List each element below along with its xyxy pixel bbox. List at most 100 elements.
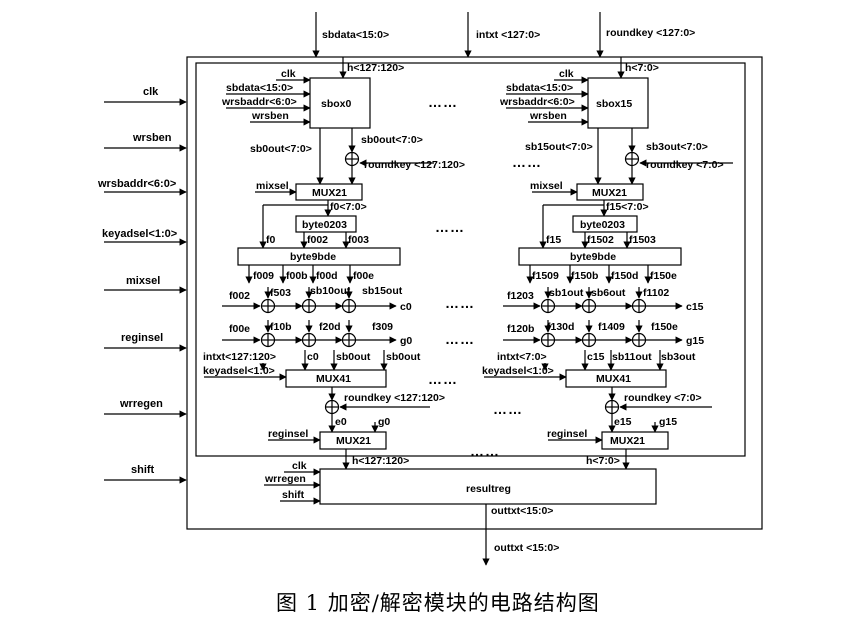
inner-slices-frame	[195, 62, 746, 457]
resultreg-wrregen-label: wrregen	[264, 473, 306, 485]
slice15-mux41-in-sb3out: sb3out	[661, 351, 696, 363]
slice0-xor-r2-1	[260, 298, 276, 314]
slice15-xor-roundkey	[624, 151, 640, 167]
slice15-xor-r2-1	[540, 298, 556, 314]
ellipsis-mux41-row: ……	[428, 371, 458, 387]
ellipsis-sbout-row: ……	[512, 154, 542, 170]
slice0-f00b-label: f00b	[286, 270, 308, 282]
slice15-xor-r3-3	[631, 332, 647, 348]
resultreg-out-label: outtxt<15:0>	[491, 505, 553, 517]
roundkey-top-label: roundkey <127:0>	[606, 27, 695, 39]
slice0-e0-label: e0	[335, 416, 347, 428]
slice15-f150e-label: f150e	[650, 270, 677, 282]
slice15-xor-r2-3	[631, 298, 647, 314]
sbox15-h-label: h<7:0>	[625, 62, 659, 74]
slice15-e15-label: e15	[614, 416, 632, 428]
sbox15-name: sbox15	[596, 98, 632, 110]
slice15-xor-r2-2	[581, 298, 597, 314]
slice15-hout-label: h<7:0>	[586, 455, 620, 467]
slice15-f150b-label: f150b	[571, 270, 598, 282]
slice15-f1502-label: f1502	[587, 234, 614, 246]
slice15-c15-out-label: c15	[686, 301, 704, 313]
slice0-keyadsel-label: keyadsel<1:0>	[203, 365, 275, 377]
slice15-f150d-label: f150d	[611, 270, 638, 282]
slice0-roundkey-label: roundkey <127:120>	[364, 159, 465, 171]
shift-input-label: shift	[131, 464, 155, 476]
slice0-f503-label: f503	[270, 287, 291, 299]
slice15-mux41-in-c15: c15	[587, 351, 605, 363]
slice15-mixsel-label: mixsel	[530, 180, 563, 192]
slice15-mux41-name: MUX41	[596, 373, 631, 385]
slice0-mux21-bottom-name: MUX21	[336, 435, 371, 447]
slice15-f1503-label: f1503	[629, 234, 656, 246]
ellipsis-g-row: ……	[445, 331, 475, 347]
slice0-sb15out-label: sb15out	[362, 285, 403, 297]
resultreg-clk-label: clk	[292, 460, 307, 472]
slice15-g15-out-label: g15	[686, 335, 704, 347]
resultreg-group: resultreg clk wrregen shift outtxt<15:0>…	[264, 460, 657, 566]
slice0-fin-label: f0<7:0>	[330, 201, 367, 213]
keyadsel-input-label: keyadsel<1:0>	[102, 228, 177, 240]
slice0-g0-label: g0	[378, 416, 390, 428]
slice0-xor-roundkey	[344, 151, 360, 167]
clk-input-label: clk	[143, 86, 159, 98]
slice15-b0203-in-label: f15	[546, 234, 561, 246]
wrsbaddr-input-label: wrsbaddr<6:0>	[97, 178, 176, 190]
slice0-byte9bde-block	[237, 247, 401, 266]
wrsben-input-label: wrsben	[132, 132, 172, 144]
ellipses: …… …… …… …… …… …… …… ……	[428, 94, 542, 459]
outtxt-output-label: outtxt <15:0>	[494, 542, 559, 554]
sbdata-top-label: sbdata<15:0>	[322, 29, 389, 41]
slice15-roundkey-label: roundkey <7:0>	[646, 159, 724, 171]
left-inputs: clk wrsben wrsbaddr<6:0> keyadsel<1:0> m…	[97, 86, 187, 484]
slice15-sb6out-label: sb6out	[591, 287, 626, 299]
slice0-mux41-in-sb0out-b: sb0out	[386, 351, 421, 363]
outer-module-frame	[186, 56, 763, 530]
slice15-mux21-top-name: MUX21	[592, 187, 627, 199]
slice15-xor-r3-2	[581, 332, 597, 348]
slice0-roundkey2-label: roundkey <127:120>	[344, 392, 445, 404]
sbox15-wrsben-label: wrsben	[529, 110, 567, 122]
slice0-xor-r3-1	[260, 332, 276, 348]
resultreg-block	[319, 468, 657, 505]
slice0-mixsel-label: mixsel	[256, 180, 289, 192]
sbox0-sbdata-label: sbdata<15:0>	[226, 82, 293, 94]
top-inputs: sbdata<15:0> intxt <127:0> roundkey <127…	[312, 12, 695, 58]
slice0-xor-r3-2	[301, 332, 317, 348]
ellipsis-c-row: ……	[445, 295, 475, 311]
slice0-mux41-in-sb0out-a: sb0out	[336, 351, 371, 363]
slice15-f130d-label: f130d	[547, 321, 574, 333]
slice0-f002-label: f002	[307, 234, 328, 246]
reginsel-input-label: reginsel	[121, 332, 163, 344]
slice15-reginsel-label: reginsel	[547, 428, 587, 440]
slice0-f10b-label: f10b	[270, 321, 292, 333]
resultreg-shift-label: shift	[282, 489, 305, 501]
slice0-b0203-in-label: f0	[266, 234, 275, 246]
slice-15: sbox15 h<7:0> clk sbdata<15:0> wrsbaddr<…	[482, 57, 733, 470]
slice15-byte0203-block	[572, 215, 638, 233]
mixsel-input-label: mixsel	[126, 275, 160, 287]
slice0-xor-r2-2	[301, 298, 317, 314]
slice0-g0-out-label: g0	[400, 335, 412, 347]
slice15-row3-left-label: f120b	[507, 323, 534, 335]
slice15-fin-label: f15<7:0>	[606, 201, 649, 213]
slice15-roundkey2-label: roundkey <7:0>	[624, 392, 702, 404]
slice0-c0-out-label: c0	[400, 301, 412, 313]
slice0-mux21-top-name: MUX21	[312, 187, 347, 199]
sbox15-block	[587, 77, 649, 129]
intxt-top-label: intxt <127:0>	[476, 29, 540, 41]
slice0-sbout-left-label: sb0out<7:0>	[250, 143, 312, 155]
slice0-f00e-label: f00e	[353, 270, 374, 282]
sbox15-clk-label: clk	[559, 68, 574, 80]
slice-0: sbox0 h<127:120> clk sbdata<15:0> wrsbad…	[203, 57, 465, 470]
slice0-f20d-label: f20d	[319, 321, 341, 333]
slice0-row3-left-label: f00e	[229, 323, 250, 335]
sbox0-h-label: h<127:120>	[347, 62, 404, 74]
slice0-byte9bde-name: byte9bde	[290, 251, 336, 263]
slice0-byte0203-block	[295, 215, 357, 233]
wrregen-input-label: wrregen	[119, 398, 163, 410]
slice0-byte0203-name: byte0203	[302, 219, 347, 231]
ellipsis-key-row: ……	[493, 401, 523, 417]
slice0-xor-r2-3	[341, 298, 357, 314]
